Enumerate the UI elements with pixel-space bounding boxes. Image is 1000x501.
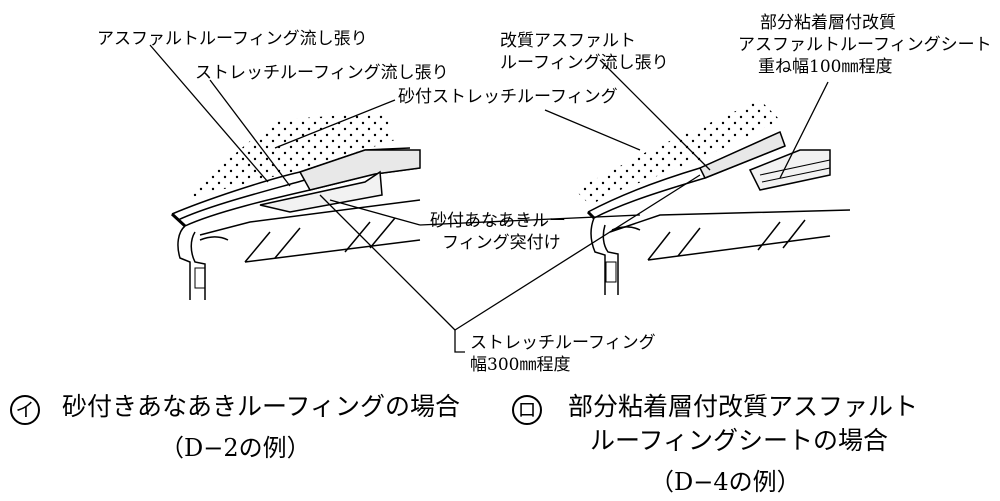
caption-left-title: 砂付きあなあきルーフィングの場合 (62, 392, 461, 421)
leader-partial (779, 81, 829, 179)
leader-modified (599, 59, 711, 171)
left-roof-deck (199, 199, 421, 236)
right-roofing-band (698, 130, 786, 179)
leader-sand-stretch-1 (274, 99, 396, 149)
caption-left-example: （D−2の例） (160, 434, 311, 462)
label-perforated-line1: 砂付あなあきルー (430, 211, 566, 231)
leader-perforated-2 (419, 214, 641, 226)
leader-asphalt-flow (149, 44, 269, 183)
left-eaves-drawing (170, 112, 421, 300)
label-modified-line2: ルーフィング流し張り (500, 53, 669, 73)
right-roofing-2 (593, 145, 786, 219)
leader-stretch-width-1 (319, 194, 456, 331)
caption-right-example: （D−4の例） (650, 468, 801, 496)
leader-sand-stretch-2 (544, 109, 641, 151)
label-stretch-flow: ストレッチルーフィング流し張り (195, 63, 449, 83)
right-eaves-edge (590, 217, 606, 295)
caption-right-title-line2: ルーフィングシートの場合 (590, 426, 889, 455)
label-stretch-width-line2: 幅300㎜程度 (470, 355, 571, 375)
leader-lines (149, 44, 829, 353)
label-modified-line1: 改質アスファルト (500, 31, 636, 51)
label-stretch-width-line1: ストレッチルーフィング (470, 333, 656, 353)
right-sanded-surface (575, 100, 780, 205)
left-sanded-surface (180, 112, 395, 200)
left-eaves-edge (177, 225, 191, 300)
right-roofing-top (587, 131, 781, 213)
label-partial-line3: 重ね幅100㎜程度 (758, 57, 893, 77)
label-partial-line1: 部分粘着層付改質 (760, 13, 896, 33)
caption-marker-left: イ (10, 395, 40, 425)
label-perforated-line2: フィング突付け (442, 233, 561, 253)
caption-marker-right: ロ (512, 395, 542, 425)
leader-stretch-flow (209, 79, 291, 187)
right-roof-deck (609, 209, 851, 233)
caption-right-title-line1: 部分粘着層付改質アスファルト (568, 392, 919, 421)
label-asphalt-flow: アスファルトルーフィング流し張り (97, 29, 368, 49)
left-perforated-sheet (259, 170, 383, 213)
label-sand-stretch: 砂付ストレッチルーフィング (398, 87, 618, 107)
left-stretch-band (298, 149, 421, 191)
label-partial-line2: アスファルトルーフィングシート (738, 35, 992, 55)
leader-perforated (329, 199, 421, 226)
leader-stretch-width-2 (454, 174, 701, 331)
right-eaves-drawing (575, 100, 851, 295)
